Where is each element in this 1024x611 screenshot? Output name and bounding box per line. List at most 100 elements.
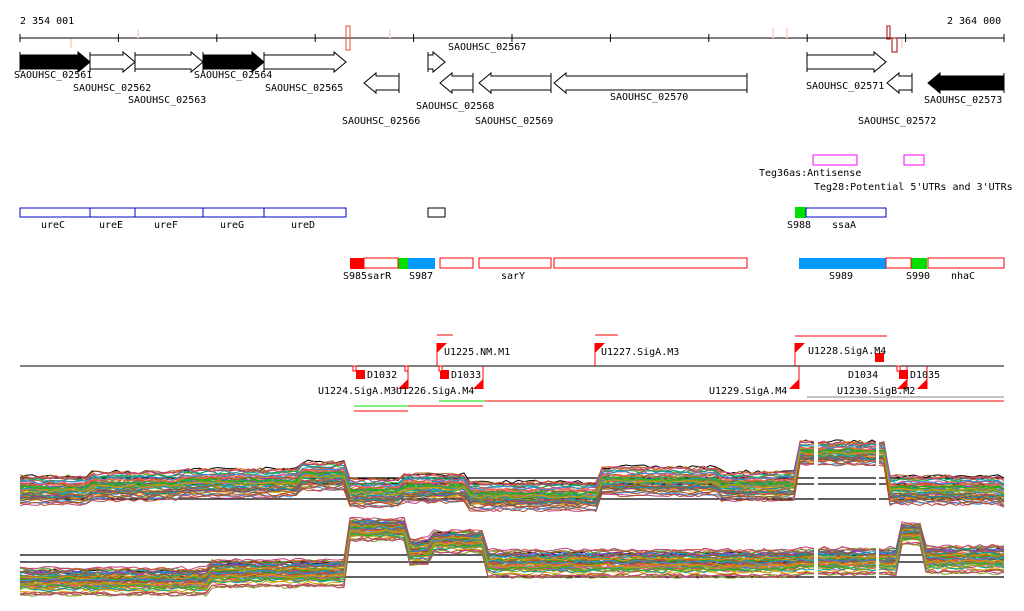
transcript-box[interactable] (439, 257, 474, 269)
expression-trace (19, 526, 1005, 583)
expression-trace (19, 452, 1005, 501)
gene-label: SAOUHSC_02564 (194, 70, 272, 81)
gene-arrow[interactable] (927, 71, 1005, 95)
gene-arrow[interactable] (134, 50, 204, 74)
gene-arrow[interactable] (19, 50, 91, 74)
srna-box[interactable] (408, 258, 435, 269)
srna-box[interactable] (795, 207, 806, 218)
promoter-label: U1228.SigA.M4 (808, 346, 886, 357)
expression-trace (19, 440, 1005, 487)
gene-arrow[interactable] (439, 71, 474, 95)
promoter-label: U1225.NM.M1 (444, 347, 510, 358)
gene-arrow[interactable] (806, 50, 887, 74)
data-gap (814, 440, 818, 610)
expression-trace (19, 519, 1005, 574)
srna-label: S990 (906, 271, 930, 282)
gene-label: SAOUHSC_02571 (806, 81, 884, 92)
operon-box[interactable] (19, 207, 91, 218)
transcript-box[interactable] (553, 257, 748, 269)
transcript-box[interactable] (927, 257, 1005, 269)
srna-box[interactable] (398, 258, 408, 269)
gene-arrow[interactable] (427, 50, 446, 74)
operon-label: ureC (41, 220, 65, 231)
promoter-flag-icon[interactable] (795, 343, 805, 353)
ruler-highlight[interactable] (345, 25, 351, 51)
operon-box[interactable] (89, 207, 136, 218)
expression-trace (19, 450, 1005, 499)
ruler: 2 354 001 2 364 000 (19, 16, 1005, 53)
promoter-label: U1226.SigA.M4 (396, 386, 474, 397)
expression-trace (19, 456, 1005, 506)
srna-box[interactable] (799, 258, 886, 269)
gene-arrow[interactable] (202, 50, 265, 74)
transcript-box[interactable] (478, 257, 552, 269)
operon-box[interactable] (202, 207, 265, 218)
ruler-end-label: 2 364 000 (947, 16, 1001, 27)
promoter-flag-icon[interactable] (789, 379, 799, 389)
gene-arrow[interactable] (478, 71, 552, 95)
gene-label: SAOUHSC_02565 (265, 83, 343, 94)
teg-label: Teg28:Potential 5'UTRs and 3'UTRs (814, 182, 1013, 193)
promoter-flag-icon[interactable] (595, 343, 605, 353)
promoter-flag-icon[interactable] (917, 379, 927, 389)
promoter-flag-icon[interactable] (473, 379, 483, 389)
terminator-box[interactable] (875, 353, 884, 362)
srna-label: S985sarR (343, 271, 392, 282)
promoter-label: D1035 (910, 370, 940, 381)
operon-label: ureE (99, 220, 123, 231)
gene-label: SAOUHSC_02569 (475, 116, 553, 127)
teg-box[interactable] (812, 154, 858, 166)
operon-box[interactable] (805, 207, 887, 218)
ruler-start-label: 2 354 001 (20, 16, 74, 27)
terminator-mark (404, 365, 409, 372)
terminator-box[interactable] (356, 370, 365, 379)
gene-label: SAOUHSC_02566 (342, 116, 420, 127)
promoter-label: U1230.SigB.M2 (837, 386, 915, 397)
expression-trace (19, 528, 1005, 587)
ruler-highlight[interactable] (886, 25, 891, 40)
srna-box[interactable] (350, 258, 364, 269)
terminator-mark (438, 365, 443, 372)
promoter-label: U1224.SigA.M3 (318, 386, 396, 397)
transcript-box[interactable] (363, 257, 399, 269)
gene-arrow[interactable] (89, 50, 136, 74)
ruler-highlight[interactable] (891, 37, 898, 53)
srna-label: sarY (501, 271, 525, 282)
gene-arrow[interactable] (363, 71, 400, 95)
operon-box[interactable] (263, 207, 347, 218)
promoter-flag-icon[interactable] (398, 379, 408, 389)
gene-arrow[interactable] (553, 71, 748, 95)
operon-label: S988 (787, 220, 811, 231)
srna-label: nhaC (951, 271, 975, 282)
terminator-mark (352, 365, 357, 372)
terminator-box[interactable] (440, 370, 449, 379)
promoter-label: D1033 (451, 370, 481, 381)
srna-label: S989 (829, 271, 853, 282)
promoter-flag-icon[interactable] (437, 343, 447, 353)
promoter-label: U1227.SigA.M3 (601, 347, 679, 358)
operon-box[interactable] (134, 207, 204, 218)
operon-label: ureG (220, 220, 244, 231)
expression-trace (19, 531, 1005, 590)
gene-label: SAOUHSC_02573 (924, 95, 1002, 106)
gene-arrow[interactable] (886, 71, 913, 95)
terminator-mark (896, 365, 901, 372)
expression-track (19, 439, 1005, 610)
transcript-box[interactable] (885, 257, 912, 269)
gene-label: SAOUHSC_02570 (610, 92, 688, 103)
gene-label: SAOUHSC_02561 (14, 70, 92, 81)
expression-trace (19, 459, 1005, 510)
teg-box[interactable] (903, 154, 925, 166)
promoter-flag-icon[interactable] (897, 379, 907, 389)
gene-label: SAOUHSC_02568 (416, 101, 494, 112)
terminator-box[interactable] (899, 370, 908, 379)
gene-label: SAOUHSC_02563 (128, 95, 206, 106)
promoter-label: U1229.SigA.M4 (709, 386, 787, 397)
operon-box[interactable] (427, 207, 446, 218)
gene-track: SAOUHSC_02561SAOUHSC_02562SAOUHSC_02563S… (14, 42, 1005, 127)
promoter-label: D1032 (367, 370, 397, 381)
srna-box[interactable] (911, 258, 927, 269)
gene-arrow[interactable] (263, 50, 347, 74)
